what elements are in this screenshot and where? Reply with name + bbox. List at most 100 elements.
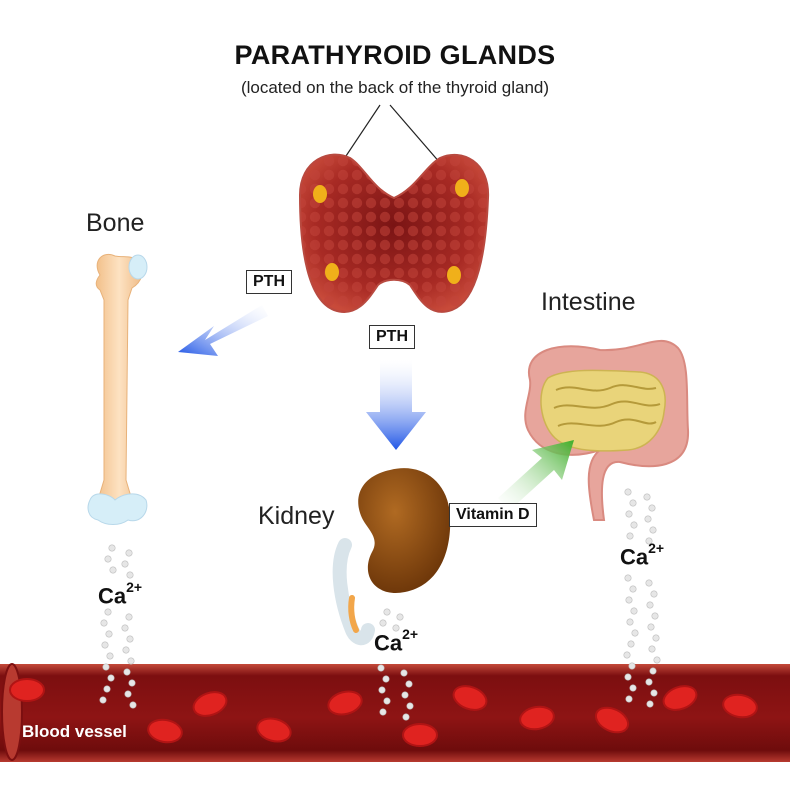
calcium-particle: [628, 662, 636, 670]
calcium-particle: [108, 544, 116, 552]
calcium-particle: [109, 566, 117, 574]
calcium-particle: [122, 646, 130, 654]
red-blood-cell: [519, 705, 555, 731]
pth-label-kidney: PTH: [369, 325, 415, 349]
calcium-particle: [377, 664, 385, 672]
calcium-particle: [105, 630, 113, 638]
calcium-label-intestine: Ca2+: [620, 540, 665, 570]
calcium-particle: [624, 673, 632, 681]
calcium-particle: [121, 560, 129, 568]
calcium-particle: [648, 645, 656, 653]
parathyroid-gland-upper-left: [313, 185, 327, 203]
calcium-particle: [396, 613, 404, 621]
calcium-particle: [127, 657, 135, 665]
red-blood-cell: [327, 690, 363, 716]
red-blood-cell: [452, 685, 488, 711]
calcium-particle: [100, 619, 108, 627]
calcium-particle: [406, 702, 414, 710]
kidney-organ: [332, 468, 451, 646]
vitamin-d-label: Vitamin D: [449, 503, 537, 527]
calcium-particle: [649, 667, 657, 675]
red-blood-cell: [147, 718, 183, 744]
pth-arrow-to-kidney: [366, 360, 426, 450]
calcium-particle: [624, 488, 632, 496]
red-blood-cell: [722, 693, 758, 719]
calcium-particle: [379, 619, 387, 627]
red-blood-cell: [256, 717, 292, 743]
red-blood-cell: [192, 691, 228, 717]
calcium-particle: [104, 555, 112, 563]
calcium-particle: [626, 618, 634, 626]
pth-label-bone: PTH: [246, 270, 292, 294]
calcium-particle: [650, 689, 658, 697]
calcium-particle: [629, 499, 637, 507]
calcium-particle: [629, 684, 637, 692]
thyroid-gland: [298, 153, 490, 313]
calcium-particle: [123, 668, 131, 676]
calcium-particle: [126, 571, 134, 579]
calcium-label-kidney: Ca2+: [374, 626, 419, 656]
blood-vessel: [0, 663, 790, 762]
calcium-particle: [630, 521, 638, 529]
calcium-particle: [644, 515, 652, 523]
bone-label: Bone: [86, 209, 145, 237]
calcium-particle: [106, 652, 114, 660]
pth-arrow-to-bone: [178, 305, 268, 356]
calcium-particle: [630, 607, 638, 615]
calcium-particle: [623, 651, 631, 659]
calcium-particle: [102, 663, 110, 671]
calcium-particle: [382, 675, 390, 683]
calcium-particle: [125, 549, 133, 557]
calcium-particle: [646, 601, 654, 609]
calcium-particle: [124, 690, 132, 698]
calcium-particle: [629, 585, 637, 593]
calcium-particle: [121, 624, 129, 632]
calcium-label-bone: Ca2+: [98, 579, 143, 609]
kidney-label: Kidney: [258, 502, 335, 530]
calcium-particle: [400, 669, 408, 677]
calcium-particle: [645, 678, 653, 686]
red-blood-cell: [402, 723, 438, 747]
calcium-particle: [383, 608, 391, 616]
calcium-particle: [627, 640, 635, 648]
calcium-particle: [383, 697, 391, 705]
calcium-particle: [401, 691, 409, 699]
calcium-particle: [652, 634, 660, 642]
calcium-particle: [646, 700, 654, 708]
diagram-title: PARATHYROID GLANDS: [234, 40, 556, 70]
calcium-particle: [651, 612, 659, 620]
calcium-particle: [128, 679, 136, 687]
parathyroid-gland-lower-right: [447, 266, 461, 284]
calcium-particle: [103, 685, 111, 693]
parathyroid-gland-lower-left: [325, 263, 339, 281]
red-blood-cell: [9, 678, 45, 702]
bone-femur: [87, 254, 148, 525]
calcium-particle: [631, 629, 639, 637]
calcium-particle: [626, 532, 634, 540]
parathyroid-glands: [313, 179, 469, 284]
calcium-particle: [650, 590, 658, 598]
calcium-particle: [107, 674, 115, 682]
calcium-particle: [648, 504, 656, 512]
calcium-particle: [647, 623, 655, 631]
parathyroid-gland-upper-right: [455, 179, 469, 197]
red-blood-cells: [9, 678, 758, 747]
calcium-particle: [625, 695, 633, 703]
diagram-subtitle: (located on the back of the thyroid glan…: [240, 78, 550, 97]
red-blood-cell: [594, 706, 630, 734]
calcium-particle: [624, 574, 632, 582]
calcium-particle: [645, 579, 653, 587]
calcium-particle: [378, 686, 386, 694]
calcium-particle: [645, 537, 653, 545]
calcium-particle: [653, 656, 661, 664]
vitamin-d-arrow-to-intestine: [498, 440, 574, 510]
calcium-particle: [405, 680, 413, 688]
calcium-particle: [126, 635, 134, 643]
calcium-particle: [649, 526, 657, 534]
calcium-particle: [125, 613, 133, 621]
calcium-particle: [625, 510, 633, 518]
calcium-particle: [402, 713, 410, 721]
blood-vessel-label: Blood vessel: [22, 722, 127, 741]
